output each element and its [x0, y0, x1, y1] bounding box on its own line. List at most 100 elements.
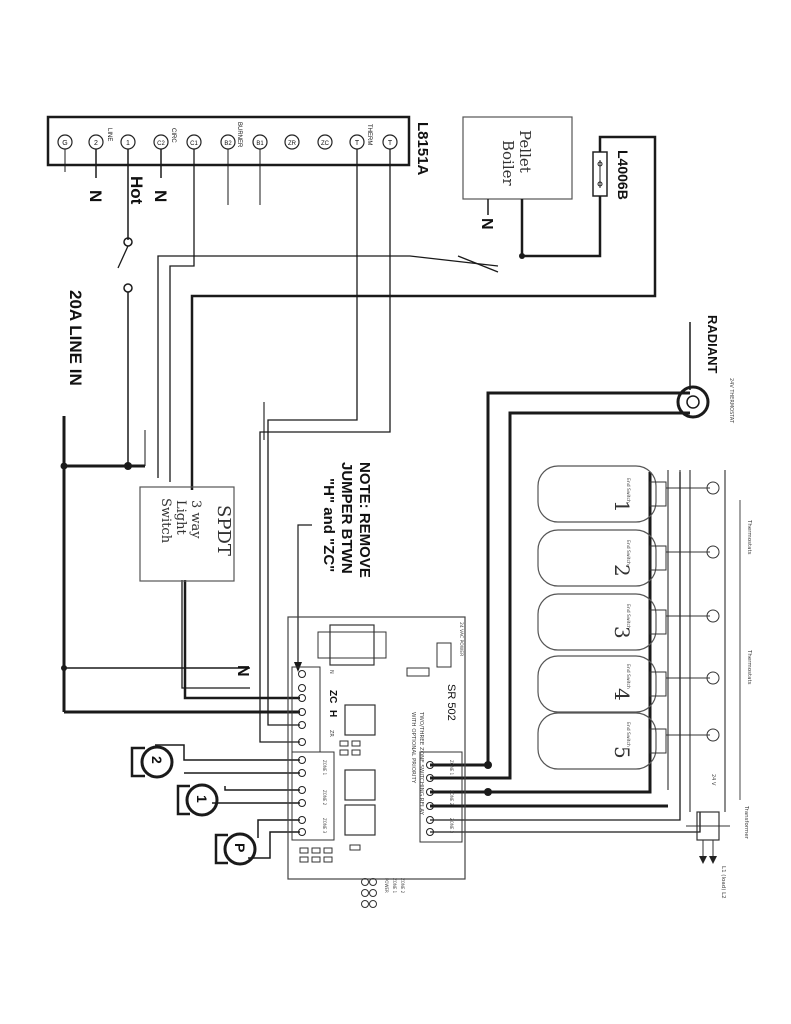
- pump-1: 1: [176, 783, 219, 817]
- tank-transformer: Transformer L1 (load) L2: [686, 805, 749, 899]
- circ-label: CIRC: [170, 128, 176, 143]
- relay-3: [344, 804, 376, 836]
- power-terminal-strip: [291, 666, 321, 753]
- pellet-boiler: Pellet Boiler N: [462, 116, 573, 230]
- svg-text:C2: C2: [157, 141, 165, 147]
- relay-2: [344, 769, 376, 801]
- svg-text:5: 5: [610, 746, 634, 759]
- relay-1: [344, 704, 376, 736]
- terminal-2: 2: [88, 134, 104, 150]
- svg-text:L1 (load) L2: L1 (load) L2: [720, 866, 726, 899]
- wire-c1: [169, 149, 195, 482]
- pump-terminal-strip: [291, 751, 335, 841]
- therm-label: THERM: [366, 124, 372, 145]
- wire-pump-p: [257, 819, 300, 838]
- svg-text:2: 2: [94, 140, 98, 147]
- svg-text:ZONE 3: ZONE 3: [449, 818, 454, 834]
- wire-circ-switch: [157, 255, 499, 478]
- svg-text:24 V: 24 V: [710, 774, 716, 786]
- spdt-switch: SPDT 3 way Light Switch: [139, 486, 235, 582]
- svg-text:Pellet: Pellet: [516, 130, 534, 173]
- tank-5: 5 End Switch: [537, 712, 667, 770]
- svg-text:WITH OPTIONAL PRIORITY: WITH OPTIONAL PRIORITY: [410, 712, 416, 784]
- svg-text:N: N: [328, 670, 334, 674]
- svg-text:G: G: [62, 140, 67, 147]
- neutral-label-1: N: [86, 190, 105, 202]
- svg-text:ZONE 2: ZONE 2: [400, 878, 405, 894]
- led-legend: POWER ZONE 1 ZONE 2: [361, 878, 405, 908]
- terminal-t2: T: [382, 134, 398, 150]
- svg-text:T: T: [355, 140, 360, 147]
- svg-text:ZONE 2: ZONE 2: [449, 790, 454, 806]
- power-terminals: [298, 670, 306, 746]
- radiant-label: RADIANT: [705, 315, 720, 374]
- wire-pump-2: [155, 744, 300, 761]
- tank-4: 4 End Switch: [537, 655, 667, 713]
- storage-tanks: 1 End Switch 2 End Switch 3 End Switch 4…: [537, 465, 667, 770]
- svg-text:H: H: [327, 710, 338, 717]
- svg-text:ZONE 1: ZONE 1: [392, 878, 397, 894]
- l8151a-title: L8151A: [414, 122, 431, 176]
- svg-text:2: 2: [610, 564, 634, 577]
- wire-aquastat-boiler: [520, 196, 602, 258]
- pellet-boiler-box: [462, 116, 573, 200]
- terminal-c2: C2: [153, 134, 169, 150]
- svg-text:ZC: ZC: [327, 690, 338, 703]
- svg-text:Light: Light: [173, 500, 188, 535]
- note-arrow: [297, 524, 312, 668]
- terminal-zr: ZR: [284, 134, 300, 150]
- svg-text:SPDT: SPDT: [213, 505, 234, 556]
- svg-text:End Switch: End Switch: [625, 722, 631, 747]
- line-label: LINE: [106, 128, 112, 141]
- svg-text:JUMPER BTWN: JUMPER BTWN: [338, 462, 355, 574]
- svg-text:24 VAC POWER: 24 VAC POWER: [458, 622, 464, 656]
- svg-text:ZR: ZR: [328, 730, 334, 737]
- wire-radiant-2: [430, 411, 690, 780]
- terminal-g: G: [57, 134, 73, 150]
- wire-pump-1: [224, 786, 300, 791]
- svg-text:NOTE: REMOVE: NOTE: REMOVE: [356, 462, 373, 578]
- svg-text:P: P: [232, 843, 248, 852]
- wire-therm-1: [267, 149, 358, 726]
- svg-text:Switch: Switch: [158, 498, 173, 544]
- neutral-labels-top: N N Hot: [64, 149, 261, 205]
- wiring: [60, 135, 701, 859]
- spdt-box: [139, 486, 235, 582]
- pump-2: 2: [130, 745, 174, 779]
- line-in-label: 20A LINE IN: [66, 290, 85, 386]
- wire-aquastat-loop: [190, 135, 657, 490]
- l4006b-aquastat: L4006B: [592, 150, 631, 200]
- svg-text:3 way: 3 way: [188, 500, 203, 539]
- svg-text:Boiler: Boiler: [499, 140, 517, 187]
- svg-text:4: 4: [610, 688, 634, 701]
- tank-2: 2 End Switch: [537, 529, 667, 587]
- svg-text:B2: B2: [224, 141, 232, 147]
- svg-text:T: T: [388, 140, 393, 147]
- burner-label: BURNER: [236, 122, 242, 148]
- svg-text:B1: B1: [256, 141, 264, 147]
- hot-label: Hot: [127, 176, 146, 205]
- tank-thermostat-wiring: Thermostats Thermostats 24 V: [666, 470, 752, 812]
- svg-text:Transformer: Transformer: [743, 805, 749, 840]
- thermostat-icon: [676, 385, 710, 419]
- terminal-t1: T: [349, 134, 365, 150]
- sr502-title: SR 502: [445, 684, 457, 721]
- svg-text:3: 3: [610, 626, 634, 639]
- terminal-b1: B1: [252, 134, 268, 150]
- wire-tanks-zone: [430, 472, 652, 794]
- neutral-label-relay: N: [234, 665, 251, 677]
- tank-1: 1 End Switch: [537, 465, 667, 523]
- svg-text:End Switch: End Switch: [625, 604, 631, 629]
- svg-text:C1: C1: [190, 141, 198, 147]
- svg-text:2: 2: [149, 756, 165, 764]
- fuse: [406, 667, 430, 677]
- svg-text:ZONE 1: ZONE 1: [449, 760, 454, 776]
- wire-therm-2: [259, 149, 391, 743]
- svg-text:1: 1: [610, 500, 634, 513]
- svg-text:ZONE 3: ZONE 3: [322, 818, 327, 834]
- l4006b-label: L4006B: [615, 150, 631, 200]
- terminal-1: 1: [120, 134, 136, 150]
- svg-text:End Switch: End Switch: [625, 478, 631, 503]
